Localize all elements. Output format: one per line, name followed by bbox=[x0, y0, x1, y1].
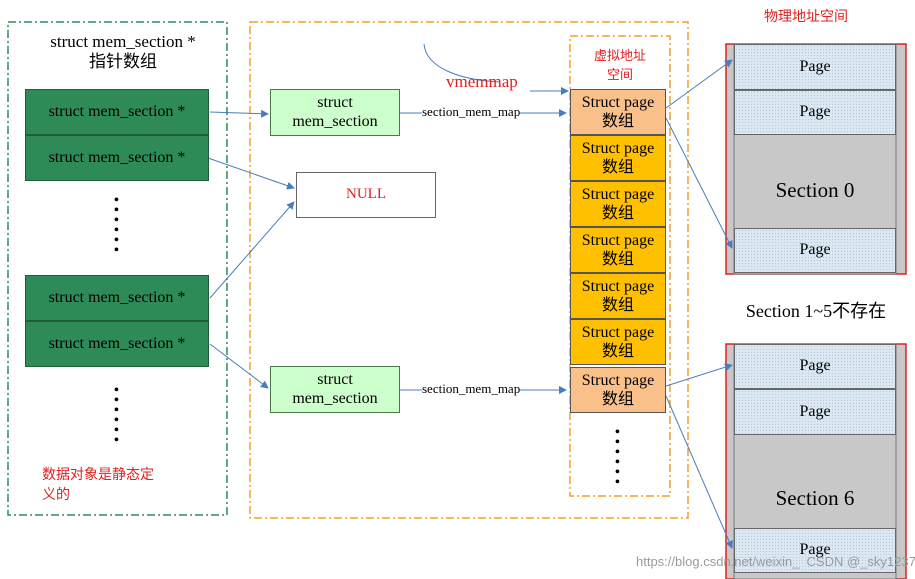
watermark: https://blog.csdn.net/weixin_ CSDN @_sky… bbox=[636, 554, 915, 569]
mem-section-pointer-entry: struct mem_section * bbox=[25, 89, 209, 135]
struct-page-array-cell: Struct page 数组 bbox=[570, 135, 666, 181]
arrow-entry2-to-null bbox=[207, 157, 295, 190]
struct-page-array-cell: Struct page 数组 bbox=[570, 273, 666, 319]
section0-label: Section 0 bbox=[775, 177, 855, 202]
missing-sections-label: Section 1~5不存在 bbox=[745, 300, 887, 321]
struct-page-array-cell: Struct page 数组 bbox=[570, 181, 666, 227]
arrow-to-section0-first-page bbox=[665, 59, 733, 109]
page-frame: Page bbox=[734, 44, 896, 90]
arrow-entry4-to-mem-section bbox=[209, 343, 269, 389]
mem-section-box-top: struct mem_section bbox=[270, 89, 400, 136]
virtual-space-border bbox=[569, 35, 671, 497]
section-mem-map-label-top: section_mem_map bbox=[422, 104, 521, 120]
struct-page-array-cell: Struct page 数组 bbox=[570, 89, 666, 135]
static-data-note: 数据对象是静态定 义的 bbox=[42, 468, 154, 503]
vertical-ellipsis: • • • • • • bbox=[114, 383, 119, 448]
mem-section-box-bottom: struct mem_section bbox=[270, 366, 400, 413]
page-frame: Page bbox=[734, 228, 896, 273]
arrow-entry3-to-null bbox=[209, 201, 295, 299]
vertical-ellipsis: • • • • • • bbox=[615, 425, 620, 490]
arrow-to-section0-last-page bbox=[665, 117, 733, 249]
mem-section-pointer-entry: struct mem_section * bbox=[25, 321, 209, 367]
mem-section-pointer-entry: struct mem_section * bbox=[25, 275, 209, 321]
null-box: NULL bbox=[296, 172, 436, 218]
mem-section-pointer-entry: struct mem_section * bbox=[25, 135, 209, 181]
vmemmap-pointer-curve bbox=[423, 43, 501, 83]
section6-label: Section 6 bbox=[775, 485, 855, 510]
left-panel-border bbox=[7, 21, 228, 516]
arrow-to-section6-first-page bbox=[665, 363, 733, 387]
vertical-ellipsis: • • • • • • bbox=[114, 193, 119, 258]
left-panel-title: struct mem_section * 指针数组 bbox=[50, 32, 196, 71]
struct-page-array-cell: Struct page 数组 bbox=[570, 319, 666, 365]
vmemmap-label: vmemmap bbox=[446, 72, 518, 91]
section-mem-map-label-bottom: section_mem_map bbox=[422, 381, 521, 397]
page-frame: Page bbox=[734, 344, 896, 389]
arrow-entry1-to-mem-section bbox=[209, 109, 269, 118]
page-frame: Page bbox=[734, 528, 896, 573]
arrow-to-section6-last-page bbox=[665, 395, 733, 549]
page-frame: Page bbox=[734, 90, 896, 135]
middle-panel-border bbox=[249, 21, 689, 519]
struct-page-array-cell: Struct page 数组 bbox=[570, 367, 666, 413]
virtual-address-space-label: 虚拟地址 空间 bbox=[593, 48, 646, 82]
physical-address-space-title: 物理地址空间 bbox=[764, 10, 848, 25]
struct-page-array-cell: Struct page 数组 bbox=[570, 227, 666, 273]
page-frame: Page bbox=[734, 389, 896, 435]
